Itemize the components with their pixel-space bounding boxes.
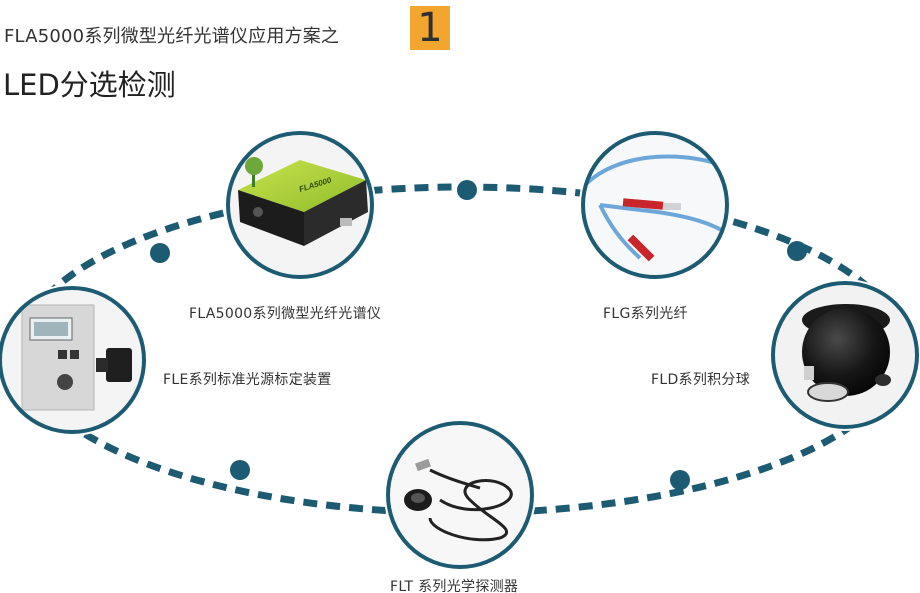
spectrometer-photo: FLA5000 (224, 129, 376, 281)
fiber-label: FLG系列光纤 (603, 306, 688, 322)
probe-label: FLT 系列光学探测器 (390, 579, 519, 593)
integrating-sphere-label: FLD系列积分球 (651, 372, 751, 388)
series-heading: FLA5000系列微型光纤光谱仪应用方案之 (4, 26, 340, 47)
scheme-number-badge: 1 (410, 6, 450, 50)
calibration-source-label: FLE系列标准光源标定装置 (163, 372, 332, 388)
ring-dot (457, 180, 477, 200)
ring-dot (670, 470, 690, 490)
ring-dot (230, 460, 250, 480)
optical-fiber-photo (579, 129, 731, 281)
calibration-light-source-photo (0, 284, 148, 436)
spectrometer-label: FLA5000系列微型光纤光谱仪 (189, 306, 382, 322)
ring-dot (787, 241, 807, 261)
page-title: LED分选检测 (3, 68, 176, 102)
optical-probe-photo (384, 419, 536, 571)
integrating-sphere-photo (769, 279, 920, 431)
ring-dot (150, 243, 170, 263)
